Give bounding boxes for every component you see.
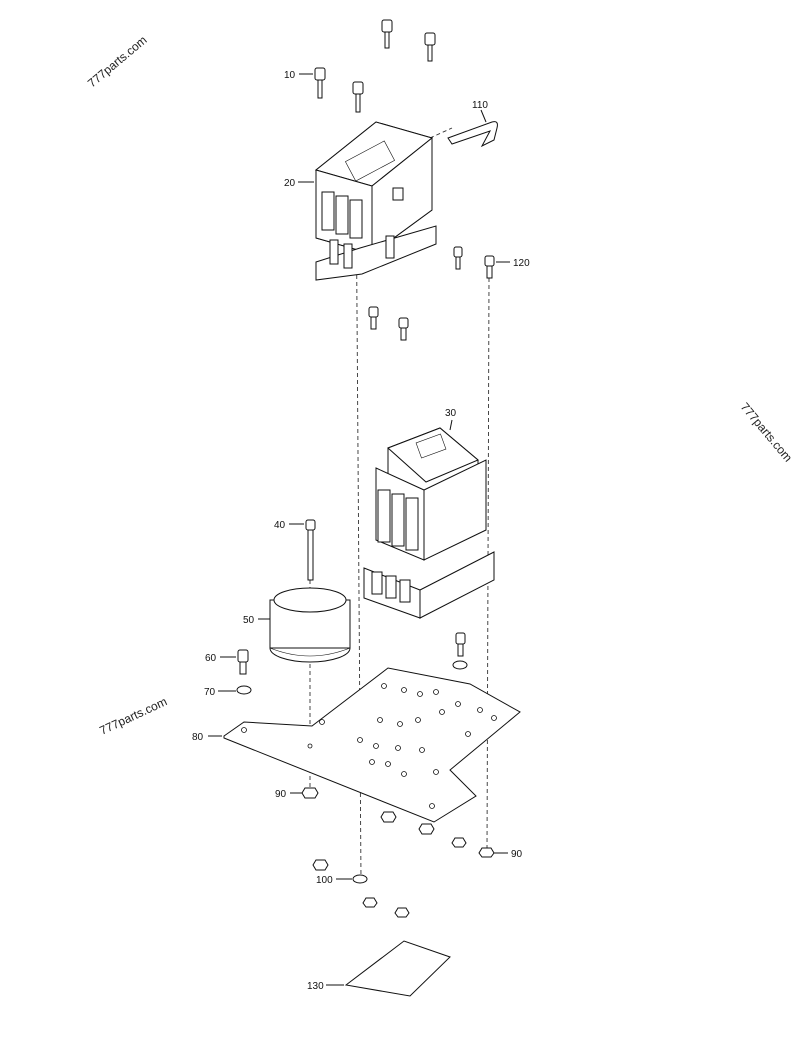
wire-bracket-110 — [447, 121, 498, 148]
screw-mid-1 — [368, 306, 379, 330]
callout-80: 80 — [192, 732, 204, 743]
base-plate-80 — [223, 667, 521, 823]
callout-40: 40 — [274, 520, 286, 531]
screw-top-1 — [381, 19, 393, 49]
watermark-top-left: 777parts.com — [85, 33, 150, 90]
leader-lines — [208, 73, 510, 986]
callout-120: 120 — [513, 258, 530, 269]
label-sheet-130 — [344, 940, 451, 997]
callout-100: 100 — [316, 875, 333, 886]
screw-right-upper — [453, 246, 463, 270]
nut-90-left — [301, 787, 319, 799]
washer-70 — [236, 685, 252, 695]
callout-90-right: 90 — [511, 849, 523, 860]
callout-70: 70 — [204, 687, 216, 698]
callout-60: 60 — [205, 653, 217, 664]
nut-row-2 — [362, 897, 410, 918]
watermark-right: 777parts.com — [738, 400, 795, 465]
screw-top-2 — [424, 32, 436, 62]
soft-starter-30 — [363, 427, 495, 619]
callout-90-left: 90 — [275, 789, 287, 800]
nut-100 — [312, 859, 368, 884]
callout-10: 10 — [284, 70, 296, 81]
cylinder-50 — [269, 587, 351, 663]
callout-20: 20 — [284, 178, 296, 189]
callout-110: 110 — [472, 100, 488, 111]
screw-10 — [314, 67, 326, 99]
screw-60 — [237, 649, 249, 675]
callout-50: 50 — [243, 615, 255, 626]
screw-10b — [352, 81, 364, 113]
nut-row-1 — [380, 811, 467, 848]
nut-90-right — [478, 847, 495, 858]
screw-mid-2 — [398, 317, 409, 341]
callout-30: 30 — [445, 408, 457, 419]
contactor-20 — [314, 121, 437, 281]
watermark-bottom-left: 777parts.com — [97, 694, 169, 737]
callout-130: 130 — [307, 981, 324, 992]
screw-right-plate — [452, 632, 468, 670]
screw-120 — [484, 255, 495, 279]
bolt-40 — [305, 519, 316, 581]
